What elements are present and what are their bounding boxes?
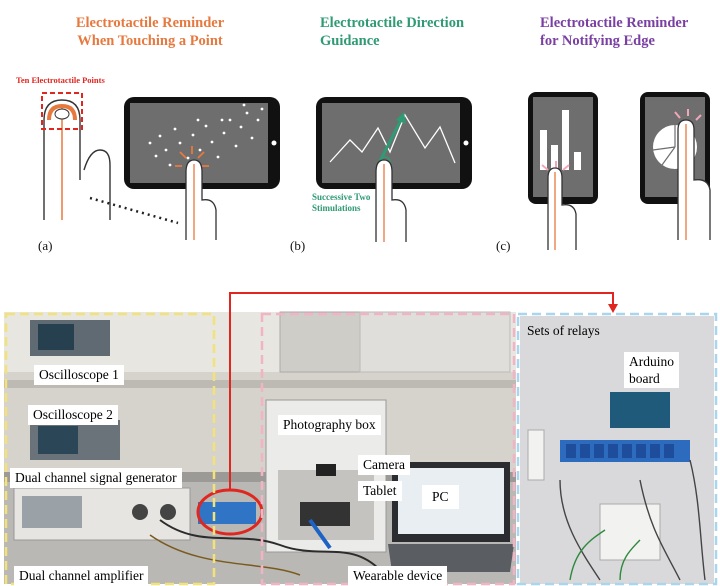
label-photography-box: Photography box — [278, 415, 381, 435]
panel-b-title-line1: Electrotactile Direction — [320, 15, 465, 31]
panel-a-title-line1: Electrotactile Reminder — [75, 15, 225, 31]
panel-c-title: Electrotactile Reminder for Notifying Ed… — [540, 14, 688, 50]
tablet-c-bars — [528, 92, 598, 250]
connection-arrow — [229, 292, 614, 490]
panel-b-note: Successive Two Stimulations — [312, 192, 370, 214]
panel-a-title-line2: When Touching a Point — [77, 33, 223, 49]
label-relays: Sets of relays — [527, 323, 600, 338]
label-wearable-device: Wearable device — [348, 566, 448, 586]
tablet-device — [300, 502, 350, 526]
panel-b-note-line2: Stimulations — [312, 203, 361, 213]
touch-points — [148, 103, 264, 167]
label-tablet: Tablet — [358, 481, 402, 501]
top-illustrations — [41, 92, 711, 250]
label-amplifier: Dual channel amplifier — [14, 566, 149, 586]
panel-b-title: Electrotactile Direction Guidance — [320, 14, 464, 50]
panel-c-title-line2: for Notifying Edge — [540, 33, 655, 49]
label-oscilloscope-2: Oscilloscope 2 — [28, 405, 118, 425]
arduino-board — [610, 392, 670, 428]
label-camera: Camera — [358, 455, 410, 475]
panel-a-title: Electrotactile Reminder When Touching a … — [55, 14, 245, 50]
camera — [316, 464, 336, 476]
control-region — [516, 312, 718, 586]
panel-a-letter: (a) — [38, 238, 53, 253]
dotted-pointer — [89, 196, 179, 225]
panel-b-letter: (b) — [290, 238, 306, 253]
label-arduino-line2: board — [629, 371, 660, 386]
finger-illustration — [41, 92, 111, 220]
panel-c-title-line1: Electrotactile Reminder — [540, 15, 689, 31]
tablet-a — [124, 97, 280, 240]
label-signal-generator: Dual channel signal generator — [10, 468, 182, 488]
panel-b-note-line1: Successive Two — [312, 192, 371, 202]
panel-b-title-line2: Guidance — [320, 33, 380, 49]
wearable-device — [308, 518, 332, 550]
label-arduino-line1: Arduino — [629, 354, 674, 369]
label-pc: PC — [422, 485, 459, 509]
panel-c-letter: (c) — [496, 238, 511, 253]
label-arduino: Arduino board — [624, 352, 679, 388]
tablet-b — [316, 97, 472, 242]
label-oscilloscope-1: Oscilloscope 1 — [34, 365, 124, 385]
finger-points-label: Ten Electrotactile Points — [16, 75, 105, 85]
tablet-c-pie — [640, 92, 711, 240]
